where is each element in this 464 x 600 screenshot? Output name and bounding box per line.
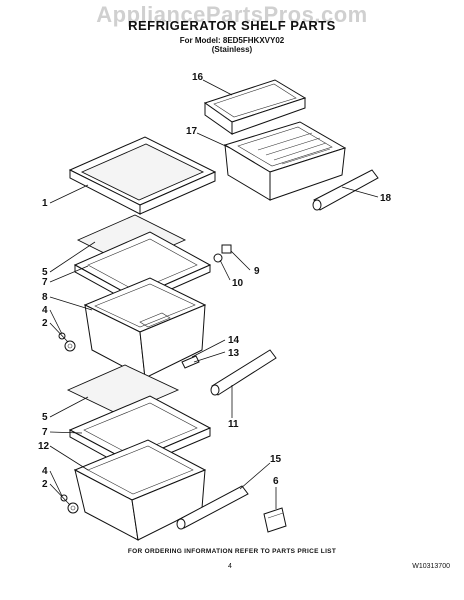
callout-15: 15 xyxy=(270,454,282,465)
part-9-10-clip xyxy=(213,244,232,263)
part-6-clip xyxy=(263,507,287,533)
callout-16: 16 xyxy=(192,72,204,83)
callout-17: 17 xyxy=(186,126,198,137)
document-number: W10313700 xyxy=(412,563,450,570)
model-line: For Model: 8ED5FHKXVY02 xyxy=(179,36,285,45)
callout-labels: 16 17 18 1 5 7 8 4 2 9 10 14 13 11 5 7 1… xyxy=(38,72,392,490)
callout-2-upper: 2 xyxy=(42,318,48,329)
finish-line: (Stainless) xyxy=(211,45,253,54)
part-5-glass-panel-lower xyxy=(66,364,180,416)
part-12-crisper-drawer xyxy=(73,439,207,541)
part-2-4-screws-upper xyxy=(58,332,76,352)
callout-5-upper: 5 xyxy=(42,267,48,278)
callout-6: 6 xyxy=(273,476,279,487)
part-16-shelf-frame xyxy=(203,79,307,135)
callout-13: 13 xyxy=(228,348,240,359)
part-2-4-screws-lower xyxy=(60,494,79,514)
callout-1: 1 xyxy=(42,198,48,209)
callout-18: 18 xyxy=(380,193,392,204)
part-11-rail xyxy=(210,349,277,396)
callout-7-lower: 7 xyxy=(42,427,48,438)
callout-4-upper: 4 xyxy=(42,305,48,316)
callout-8: 8 xyxy=(42,292,48,303)
part-13-14-slide xyxy=(181,355,200,369)
leader-lines xyxy=(49,79,379,509)
part-17-drawer xyxy=(223,121,347,201)
callout-9: 9 xyxy=(254,266,260,277)
callout-2-lower: 2 xyxy=(42,479,48,490)
part-18-rail xyxy=(312,169,379,211)
page-title: REFRIGERATOR SHELF PARTS xyxy=(128,18,336,33)
page-number: 4 xyxy=(228,563,232,570)
callout-11: 11 xyxy=(228,419,239,430)
part-15-rail xyxy=(176,485,249,530)
part-1-glass-shelf xyxy=(68,136,217,215)
callout-12: 12 xyxy=(38,441,50,452)
callout-5-lower: 5 xyxy=(42,412,48,423)
part-8-crisper-drawer xyxy=(83,277,207,379)
callout-10: 10 xyxy=(232,278,244,289)
ordering-note: FOR ORDERING INFORMATION REFER TO PARTS … xyxy=(127,548,337,555)
callout-4-lower: 4 xyxy=(42,466,48,477)
callout-14: 14 xyxy=(228,335,240,346)
callout-7-upper: 7 xyxy=(42,277,48,288)
watermark: AppliancePartsPros.com xyxy=(96,2,368,27)
